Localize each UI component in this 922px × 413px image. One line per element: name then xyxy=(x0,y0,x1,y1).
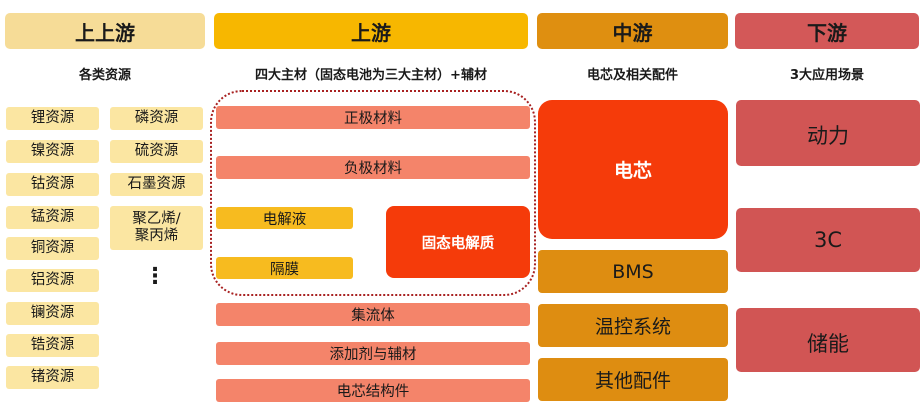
mid-cell: 电芯 xyxy=(538,100,728,239)
down-3c: 3C xyxy=(736,208,920,272)
resource-item: 石墨资源 xyxy=(110,173,203,196)
material-additives: 添加剂与辅材 xyxy=(216,342,530,365)
main-materials-group-outline xyxy=(210,90,536,296)
material-electrolyte: 电解液 xyxy=(216,207,353,229)
resource-item: 硫资源 xyxy=(110,140,203,163)
resource-item: 铝资源 xyxy=(6,269,99,292)
subheader-cell-parts: 电芯及相关配件 xyxy=(586,67,678,83)
subheader-applications: 3大应用场景 xyxy=(789,67,865,83)
mid-thermal: 温控系统 xyxy=(538,304,728,347)
material-separator: 隔膜 xyxy=(216,257,353,279)
material-current-collector: 集流体 xyxy=(216,303,530,326)
resource-item-polyolefin: 聚乙烯/ 聚丙烯 xyxy=(110,206,203,250)
material-cathode: 正极材料 xyxy=(216,106,530,129)
resource-item: 锗资源 xyxy=(6,366,99,389)
header-upper-upstream: 上上游 xyxy=(5,13,205,49)
subheader-resources: 各类资源 xyxy=(78,67,131,83)
material-anode: 负极材料 xyxy=(216,156,530,179)
subheader-materials: 四大主材（固态电池为三大主材）+辅材 xyxy=(255,67,487,83)
resource-item: 钴资源 xyxy=(6,173,99,196)
resource-item: 锆资源 xyxy=(6,334,99,357)
header-upstream: 上游 xyxy=(214,13,528,49)
mid-other-parts: 其他配件 xyxy=(538,358,728,401)
header-midstream: 中游 xyxy=(537,13,728,49)
more-resources-ellipsis: ⋮ xyxy=(144,264,166,289)
resource-item: 磷资源 xyxy=(110,107,203,130)
header-downstream: 下游 xyxy=(735,13,919,49)
mid-bms: BMS xyxy=(538,250,728,293)
resource-item: 铜资源 xyxy=(6,237,99,260)
down-storage: 储能 xyxy=(736,308,920,372)
resource-item: 镍资源 xyxy=(6,140,99,163)
material-cell-structure: 电芯结构件 xyxy=(216,379,530,402)
down-power: 动力 xyxy=(736,100,920,166)
resource-item: 镧资源 xyxy=(6,302,99,325)
resource-item: 锂资源 xyxy=(6,107,99,130)
resource-item: 锰资源 xyxy=(6,206,99,229)
